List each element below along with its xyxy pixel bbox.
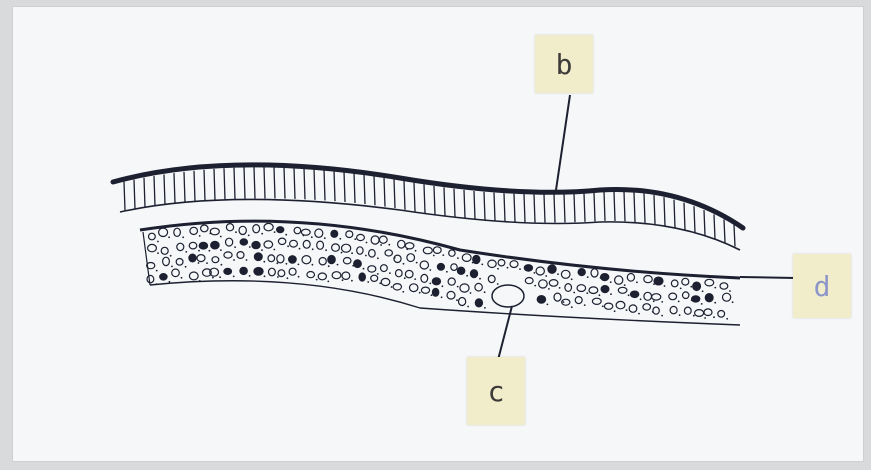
label-c: c [467,357,525,425]
large-cell [492,285,524,307]
leader-line-b [556,95,570,190]
leader-line-d [740,277,796,278]
label-b-text: b [556,48,573,81]
label-b: b [535,35,593,93]
columnar-epithelium-layer [113,165,743,250]
cellular-layer [140,221,740,325]
label-d-text: d [814,270,831,303]
label-d: d [793,254,851,318]
label-c-text: c [488,375,505,408]
